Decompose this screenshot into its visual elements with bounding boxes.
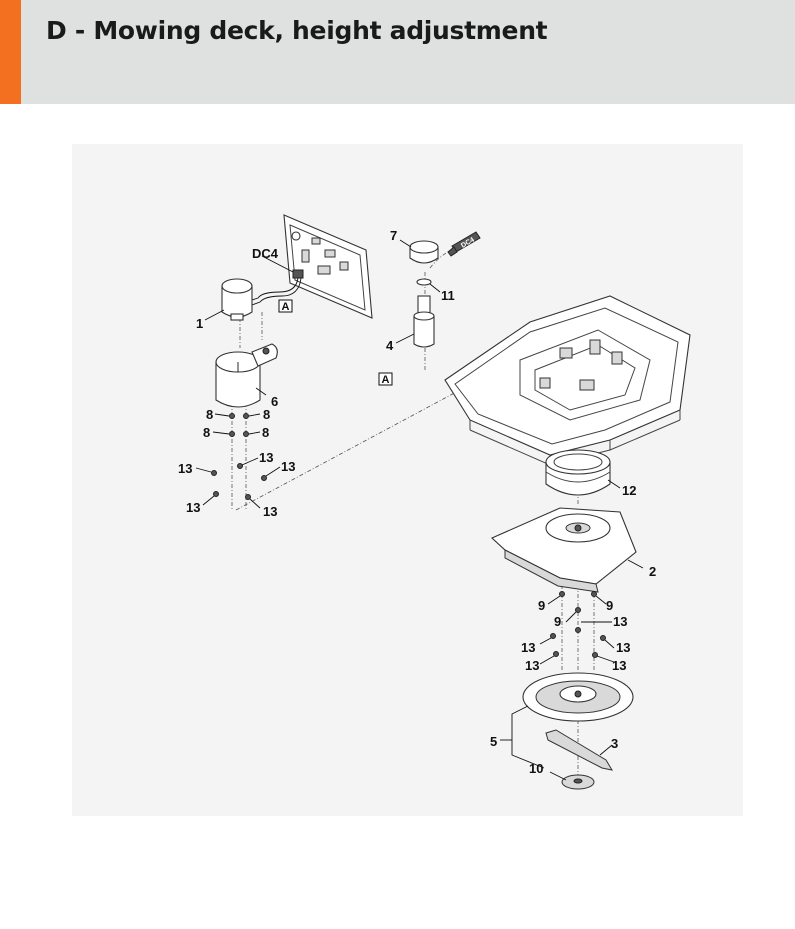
part-12-ring bbox=[545, 449, 611, 496]
callout-13: 13 bbox=[613, 614, 627, 629]
callout-9: 9 bbox=[554, 614, 561, 629]
part-10-hub bbox=[561, 774, 595, 790]
callout-8: 8 bbox=[203, 425, 210, 440]
callout-6: 6 bbox=[271, 394, 278, 409]
part-2-mowing-deck bbox=[491, 507, 637, 593]
callout-13: 13 bbox=[525, 658, 539, 673]
page-title: D - Mowing deck, height adjustment bbox=[46, 16, 548, 45]
callout-1: 1 bbox=[196, 316, 203, 331]
cable-dc4 bbox=[251, 269, 304, 306]
reference-marker-a-2: A bbox=[378, 372, 393, 386]
circuit-board bbox=[283, 214, 373, 319]
callout-13: 13 bbox=[612, 658, 626, 673]
callout-8: 8 bbox=[263, 407, 270, 422]
part-1-motor bbox=[221, 278, 253, 321]
screws-left bbox=[211, 413, 267, 500]
callout-dc4: DC4 bbox=[252, 246, 279, 261]
callout-13: 13 bbox=[259, 450, 273, 465]
callout-13: 13 bbox=[263, 504, 277, 519]
callout-labels: 1 2 3 4 5 6 7 8 8 8 8 9 9 9 10 11 12 13 … bbox=[178, 228, 656, 776]
header-accent-bar bbox=[0, 0, 21, 104]
dc4-tube: DC4 bbox=[447, 231, 481, 257]
callout-8: 8 bbox=[262, 425, 269, 440]
callout-2: 2 bbox=[649, 564, 656, 579]
callout-13: 13 bbox=[616, 640, 630, 655]
part-5-blade-disc bbox=[522, 672, 634, 722]
callout-4: 4 bbox=[386, 338, 394, 353]
leader-lines bbox=[195, 239, 644, 781]
callout-11: 11 bbox=[441, 288, 455, 303]
callout-13: 13 bbox=[178, 461, 192, 476]
callout-9: 9 bbox=[538, 598, 545, 613]
reference-marker-a-1: A bbox=[278, 299, 293, 313]
part-7-cap bbox=[409, 240, 439, 264]
callout-7: 7 bbox=[390, 228, 397, 243]
part-6-housing bbox=[215, 343, 278, 408]
screws-deck bbox=[550, 591, 606, 658]
callout-9: 9 bbox=[606, 598, 613, 613]
chassis-frame bbox=[444, 295, 691, 466]
callout-8: 8 bbox=[206, 407, 213, 422]
callout-13: 13 bbox=[521, 640, 535, 655]
page-header: D - Mowing deck, height adjustment bbox=[0, 0, 795, 104]
reference-label: A bbox=[282, 301, 290, 313]
reference-label: A bbox=[382, 374, 390, 386]
callout-3: 3 bbox=[611, 736, 618, 751]
callout-13: 13 bbox=[281, 459, 295, 474]
part-11-oring bbox=[416, 278, 432, 286]
part-4-spindle bbox=[413, 295, 435, 348]
callout-13: 13 bbox=[186, 500, 200, 515]
callout-5: 5 bbox=[490, 734, 497, 749]
callout-12: 12 bbox=[622, 483, 636, 498]
callout-10: 10 bbox=[529, 761, 543, 776]
part-3-blade bbox=[545, 729, 614, 771]
